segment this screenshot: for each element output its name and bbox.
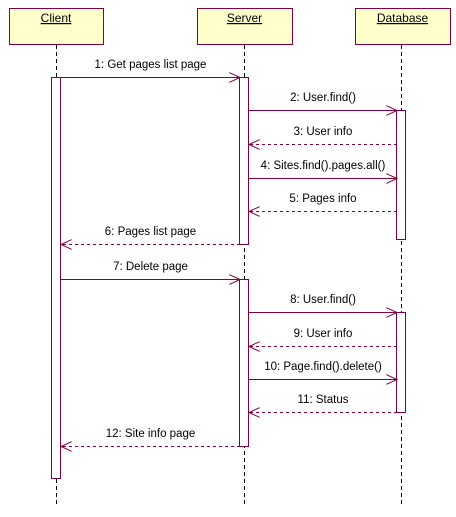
message-5-label: 5: Pages info	[289, 193, 356, 205]
database-participant-box	[355, 8, 451, 45]
message-4-label: 4: Sites.find().pages.all()	[261, 160, 386, 172]
database-participant-label: Database	[377, 11, 429, 25]
server-activation-bar	[239, 279, 249, 447]
message-7-label: 7: Delete page	[113, 261, 188, 273]
server-activation-bar	[239, 77, 249, 245]
message-8-label: 8: User.find()	[290, 294, 356, 306]
message-2-label: 2: User.find()	[290, 92, 356, 104]
message-9-label: 9: User info	[294, 328, 353, 340]
server-participant-label: Server	[227, 11, 262, 25]
message-6-label: 6: Pages list page	[105, 226, 196, 238]
client-participant-label: Client	[41, 11, 72, 25]
message-12-label: 12: Site info page	[106, 428, 196, 440]
message-3-label: 3: User info	[294, 126, 353, 138]
message-1-label: 1: Get pages list page	[95, 59, 207, 71]
server-participant-box	[197, 8, 293, 45]
message-11-label: 11: Status	[298, 394, 349, 406]
client-participant-box	[9, 8, 104, 45]
message-10-label: 10: Page.find().delete()	[264, 361, 382, 373]
database-activation-bar	[396, 110, 406, 240]
database-activation-bar	[396, 312, 406, 413]
client-activation-bar	[51, 77, 61, 479]
